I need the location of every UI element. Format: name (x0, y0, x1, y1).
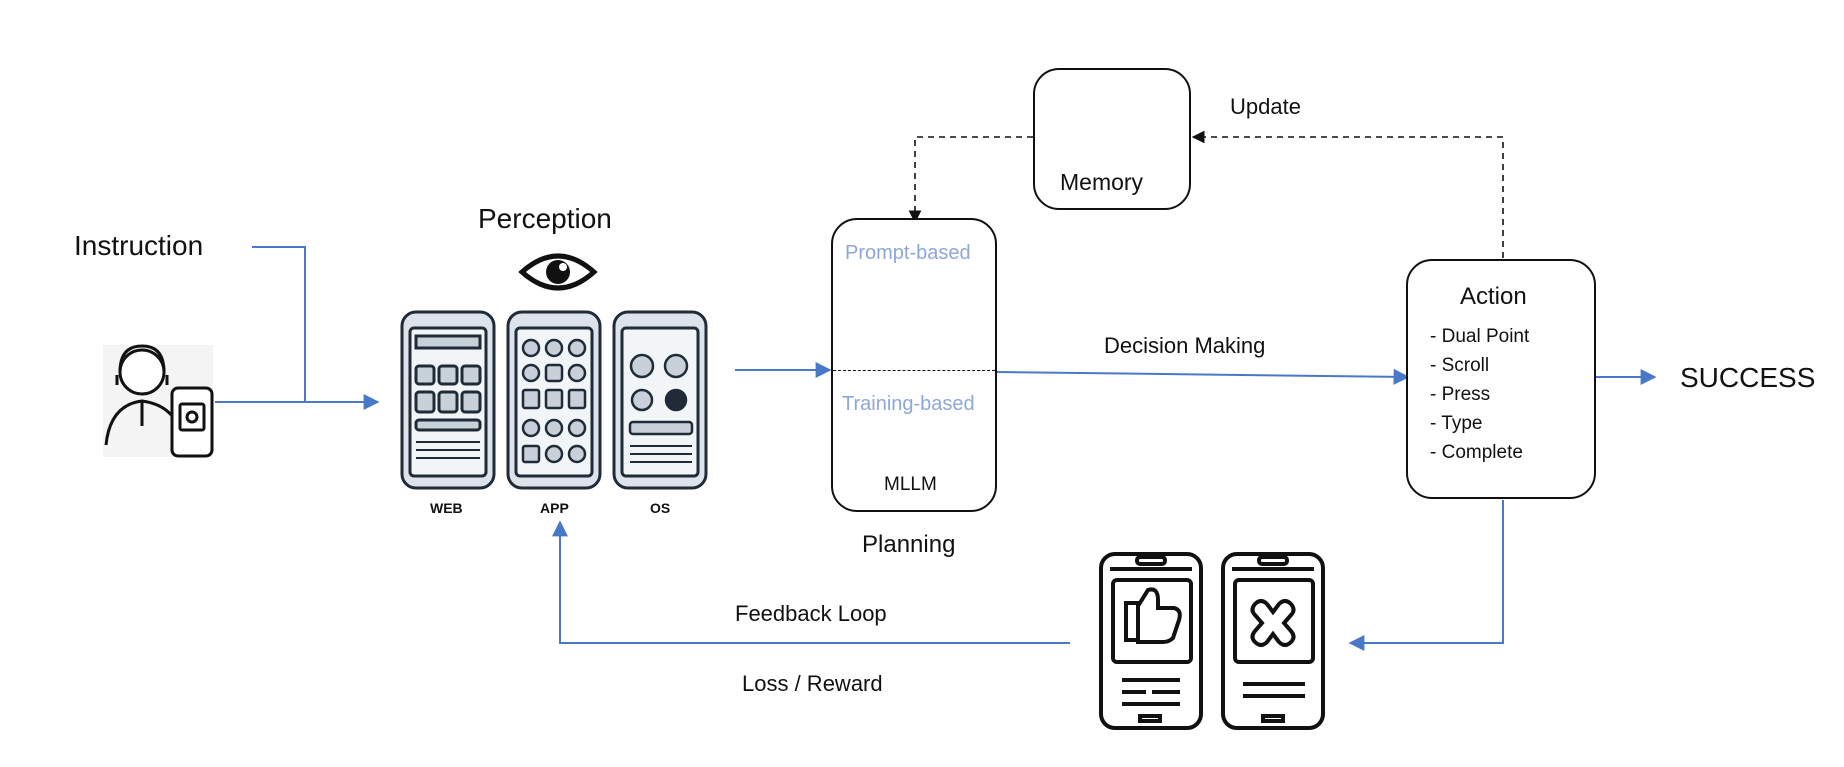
instruction-label: Instruction (74, 230, 204, 261)
feedback-loop-label: Feedback Loop (735, 601, 887, 626)
mllm-label: MLLM (884, 474, 937, 495)
update-label: Update (1230, 94, 1301, 119)
planning-divider (833, 370, 995, 371)
phone-web (400, 310, 496, 490)
decision-arrow (994, 368, 1410, 385)
memory-label: Memory (1060, 169, 1144, 195)
instruction-connector (252, 246, 306, 402)
user-with-phone-icon (103, 344, 214, 458)
action-title: Action (1460, 283, 1527, 310)
action-item: - Press (1430, 384, 1491, 405)
training-based-label: Training-based (842, 393, 975, 415)
action-item: - Complete (1430, 442, 1523, 463)
phone-os-label: OS (650, 500, 671, 516)
action-item: - Type (1430, 413, 1483, 434)
planning-title: Planning (862, 531, 956, 558)
thumbs-up-phone (1099, 552, 1203, 730)
action-box (1406, 259, 1596, 499)
memory-box (1033, 68, 1191, 210)
feedback-loop-arrow (552, 520, 1070, 644)
phone-os (612, 310, 708, 490)
perception-title: Perception (478, 203, 612, 234)
decision-making-label: Decision Making (1104, 333, 1266, 358)
phone-web-label: WEB (430, 500, 463, 516)
prompt-based-label: Prompt-based (845, 242, 971, 264)
action-item: - Dual Point (1430, 326, 1530, 347)
action-to-feedback-arrow (1348, 500, 1504, 651)
eye-icon (518, 253, 598, 291)
planning-box (831, 218, 997, 512)
action-items: - Dual Point - Scroll - Press - Type - C… (1430, 322, 1529, 467)
action-to-memory-dashed (1191, 130, 1504, 258)
phone-app-label: APP (540, 500, 569, 516)
loss-reward-label: Loss / Reward (742, 671, 883, 696)
success-label: SUCCESS (1680, 362, 1816, 393)
action-item: - Scroll (1430, 355, 1490, 376)
phone-app (506, 310, 602, 490)
memory-to-planning-dashed (908, 136, 1033, 224)
error-x-phone (1221, 552, 1325, 730)
